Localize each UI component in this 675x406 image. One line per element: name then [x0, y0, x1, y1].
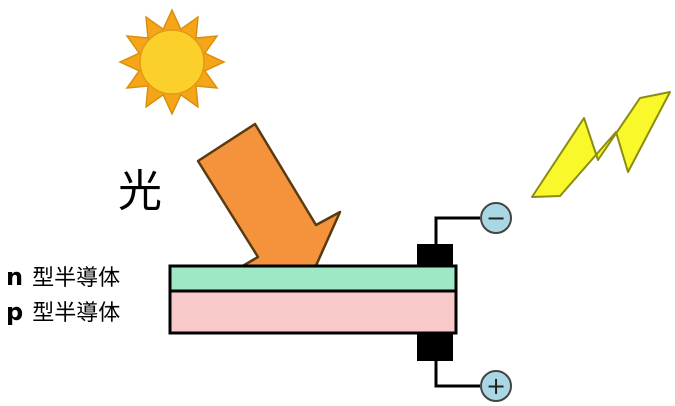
sun-core — [139, 29, 205, 95]
sun-icon — [118, 8, 226, 116]
p-prefix: p — [6, 298, 23, 326]
p-type-label: p 型半導体 — [6, 298, 120, 326]
n-prefix: n — [6, 263, 23, 291]
negative-terminal: − — [480, 202, 512, 234]
positive-wire — [434, 361, 480, 388]
top-electrode — [417, 244, 453, 266]
n-type-label: n 型半導体 — [6, 263, 120, 291]
arrow-icon — [196, 122, 342, 281]
negative-sign: − — [486, 204, 506, 232]
p-suffix: 型半導体 — [32, 301, 120, 326]
n-suffix: 型半導体 — [32, 266, 120, 291]
p-type-layer — [168, 289, 458, 335]
negative-terminal-circle — [480, 202, 512, 234]
positive-terminal-circle — [480, 370, 512, 402]
light-label: 光 — [118, 166, 162, 217]
negative-wire — [434, 216, 480, 244]
lightning-bolt-icon — [531, 91, 671, 198]
n-type-layer — [168, 264, 458, 293]
bottom-electrode — [417, 333, 453, 361]
positive-sign: + — [486, 372, 506, 400]
positive-terminal: + — [480, 370, 512, 402]
